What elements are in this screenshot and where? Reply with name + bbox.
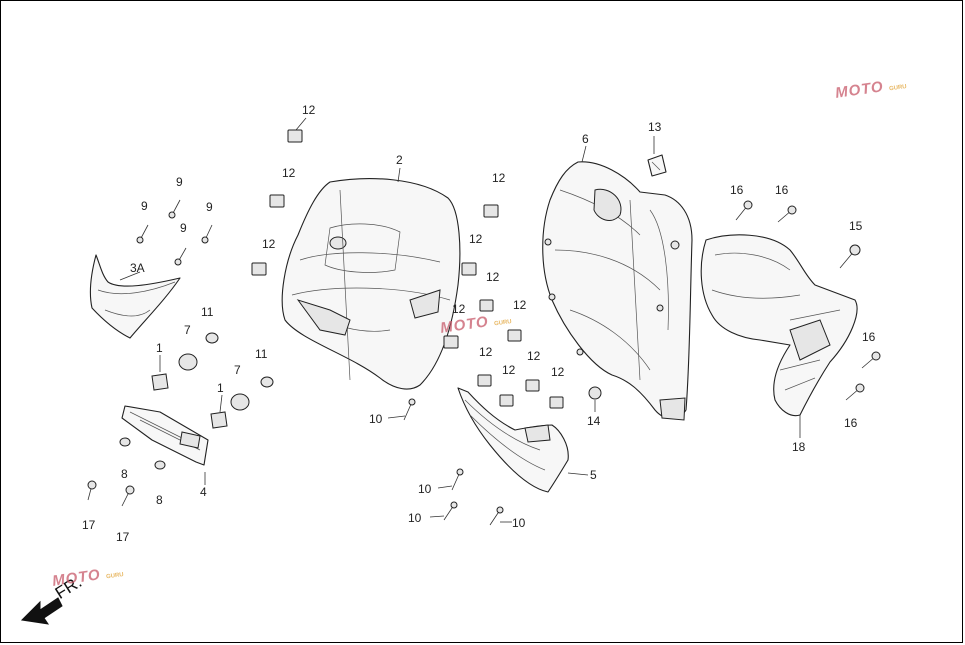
callout-4: 4 <box>200 485 207 499</box>
callout-8: 8 <box>156 493 163 507</box>
callout-12: 12 <box>527 349 541 363</box>
callout-12: 12 <box>551 365 565 379</box>
leader-lines <box>119 117 801 523</box>
callout-1: 1 <box>156 341 163 355</box>
callout-12: 12 <box>302 103 316 117</box>
callout-17: 17 <box>116 530 130 544</box>
callout-10: 10 <box>369 412 383 426</box>
callout-1: 1 <box>217 381 224 395</box>
grommets <box>119 332 274 470</box>
callout-16: 16 <box>775 183 789 197</box>
callout-9: 9 <box>206 200 213 214</box>
callout-7: 7 <box>184 323 191 337</box>
clips-12 <box>251 129 564 409</box>
front-direction-arrow <box>20 597 63 625</box>
callout-16: 16 <box>862 330 876 344</box>
callout-3a: 3A <box>130 261 145 275</box>
watermark-sub: GURU <box>493 319 513 328</box>
callout-5: 5 <box>590 468 597 482</box>
part-inner-leg-shield <box>542 161 693 421</box>
callout-16: 16 <box>730 183 744 197</box>
callout-13: 13 <box>648 120 662 134</box>
callout-12: 12 <box>452 302 466 316</box>
callout-9: 9 <box>141 199 148 213</box>
callout-11: 11 <box>255 347 268 361</box>
part-lower-cover-5 <box>457 387 569 493</box>
callout-7: 7 <box>234 363 241 377</box>
callout-10: 10 <box>512 516 526 530</box>
callout-16: 16 <box>844 416 858 430</box>
watermark-sub: GURU <box>888 84 908 93</box>
callout-15: 15 <box>849 219 863 233</box>
part-side-trim-3a <box>89 254 181 339</box>
callout-12: 12 <box>502 363 516 377</box>
part-inner-pocket <box>700 234 858 417</box>
callout-12: 12 <box>479 345 493 359</box>
part-bracket-4 <box>121 405 209 466</box>
callout-6: 6 <box>582 132 589 146</box>
callout-18: 18 <box>792 440 806 454</box>
callout-11: 11 <box>201 305 214 319</box>
callout-14: 14 <box>587 414 601 428</box>
callout-17: 17 <box>82 518 96 532</box>
callout-12: 12 <box>282 166 296 180</box>
callout-12: 12 <box>513 298 527 312</box>
callout-9: 9 <box>180 221 187 235</box>
callout-2: 2 <box>396 153 403 167</box>
callout-12: 12 <box>486 270 500 284</box>
screws-9 <box>136 199 213 266</box>
part-front-shield <box>281 178 461 390</box>
watermark-sub: GURU <box>105 572 125 581</box>
callout-8: 8 <box>121 467 128 481</box>
screws-misc <box>87 200 881 526</box>
callout-12: 12 <box>262 237 276 251</box>
callout-10: 10 <box>408 511 422 525</box>
callout-10: 10 <box>418 482 432 496</box>
callout-12: 12 <box>492 171 506 185</box>
part-cap-13 <box>647 154 667 177</box>
callout-9: 9 <box>176 175 183 189</box>
callout-12: 12 <box>469 232 483 246</box>
